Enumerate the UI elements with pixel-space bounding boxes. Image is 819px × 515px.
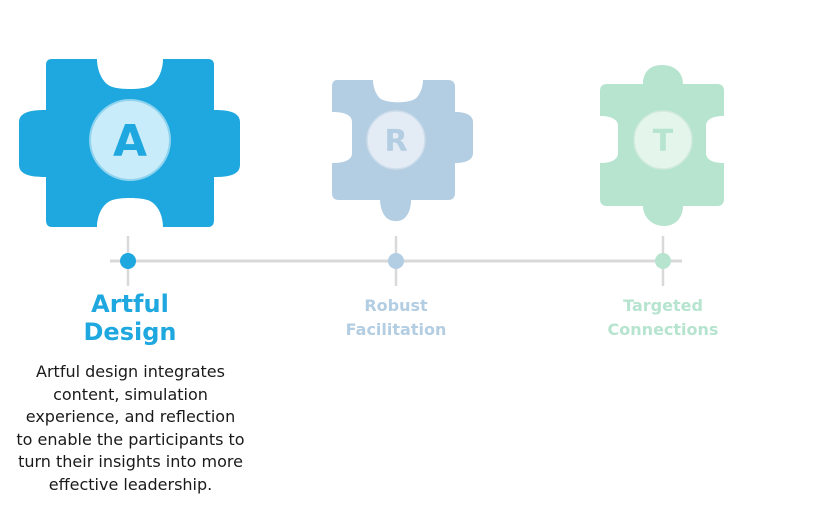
timeline-dot-r <box>388 253 404 269</box>
timeline-dot-t <box>655 253 671 269</box>
step-title-artful-design[interactable]: Artful Design <box>40 290 220 346</box>
step-title-line: Connections <box>607 320 719 339</box>
puzzle-letter-r: R <box>384 124 407 159</box>
step-title-line: Facilitation <box>345 320 447 339</box>
puzzle-letter-t: T <box>653 124 674 159</box>
description-line: to enable the participants to <box>16 429 245 449</box>
description-line: turn their insights into more <box>18 452 243 471</box>
step-title-robust-facilitation[interactable]: Robust Facilitation <box>306 294 486 342</box>
puzzle-piece-t-icon <box>600 65 724 226</box>
step-title-targeted-connections[interactable]: Targeted Connections <box>573 294 753 342</box>
step-title-line: Targeted <box>623 296 703 315</box>
timeline-dot-a <box>120 253 136 269</box>
step-title-line: Robust <box>364 296 428 315</box>
description-line: effective leadership. <box>48 474 213 494</box>
description-line: experience, and reflection <box>25 407 236 426</box>
puzzle-piece-a-icon <box>19 59 240 227</box>
puzzle-piece-r-icon <box>332 80 473 222</box>
puzzle-letter-a: A <box>113 116 147 167</box>
description-line: Artful design integrates <box>36 362 225 381</box>
step-title-line: Design <box>83 318 177 346</box>
step-title-line: Artful <box>91 290 169 318</box>
description-line: content, simulation <box>53 384 208 404</box>
step-description: Artful design integrates content, simula… <box>8 361 253 496</box>
